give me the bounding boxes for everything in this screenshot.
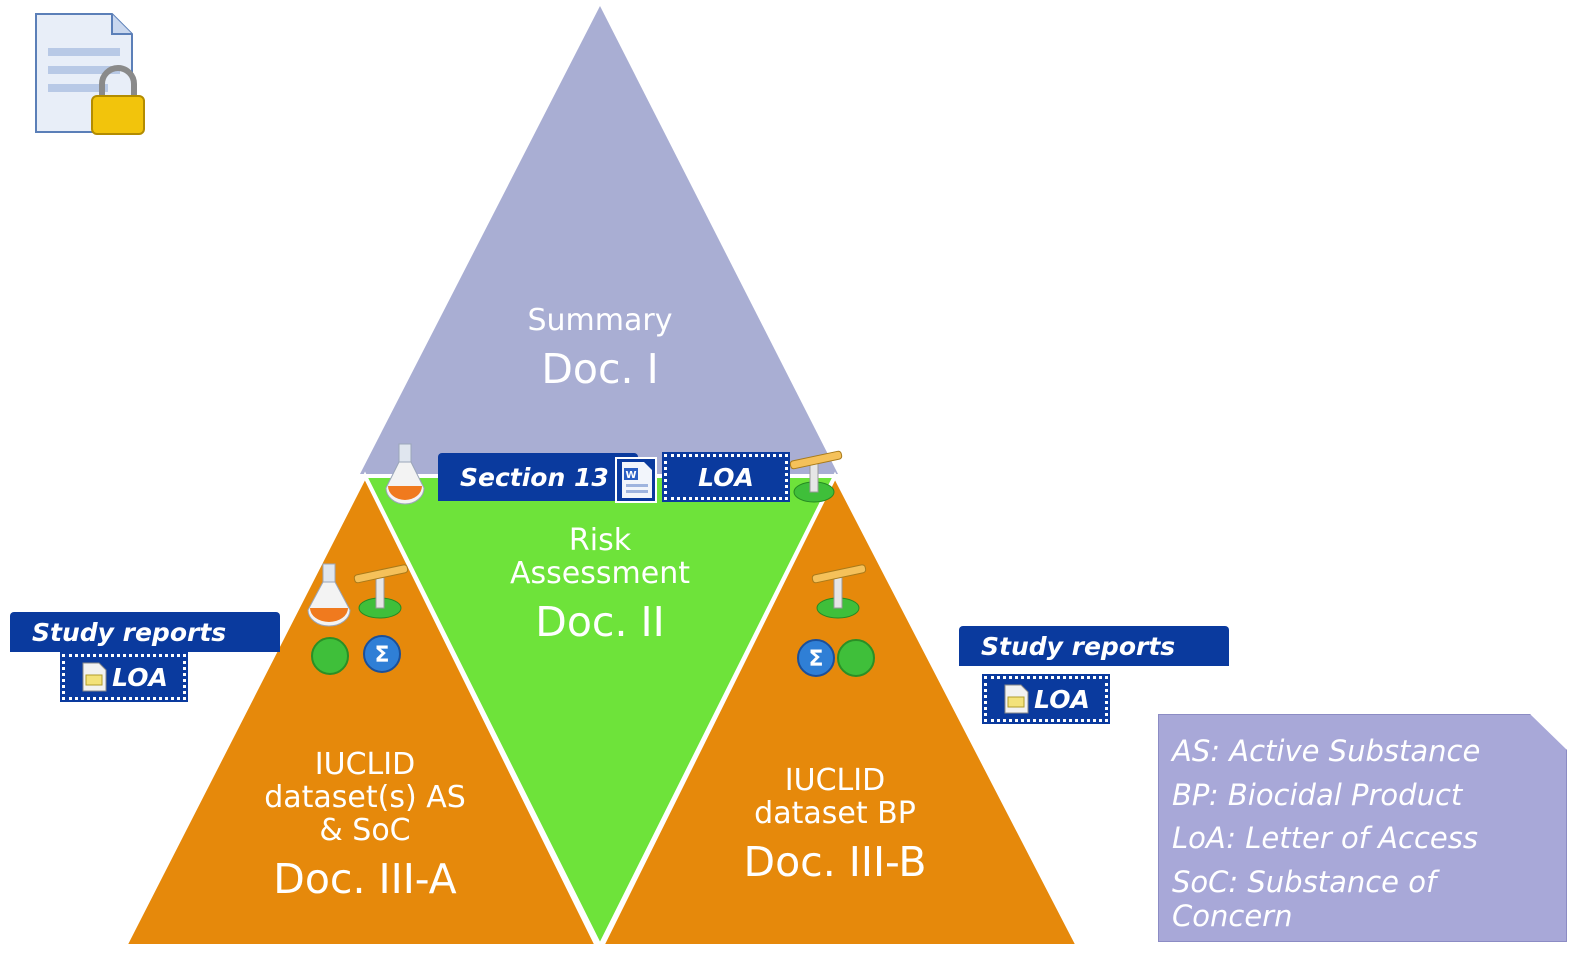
section13-label: Section 13 (460, 462, 609, 492)
pipette-icon (789, 450, 843, 503)
legend-item-soc: SoC: Substance of (1172, 864, 1437, 899)
right-study-reports-label: Study reports (981, 631, 1176, 661)
green-dot-icon (837, 639, 875, 677)
sigma-icon: Σ (363, 635, 401, 673)
flask-icon (385, 443, 425, 505)
doc-ii-label: Doc. II (535, 598, 665, 646)
left-loa-label: LOA (112, 662, 168, 692)
legend-box: AS: Active Substance BP: Biocidal Produc… (1158, 714, 1567, 942)
svg-text:Σ: Σ (808, 647, 823, 672)
doc-iii-a-label: Doc. III-A (273, 855, 457, 903)
right-loa-tag: LOA (982, 674, 1110, 724)
top-triangle (360, 6, 838, 474)
section13-tag: Section 13 (438, 453, 638, 501)
left-triangle-text: IUCLID dataset(s) AS & SoC Doc. III-A (220, 748, 510, 902)
right-dataset-label: dataset BP (754, 796, 916, 831)
assessment-label: Assessment (510, 556, 690, 591)
risk-label: Risk (568, 523, 632, 558)
left-loa-tag: LOA (60, 652, 188, 702)
left-iuclid-label: IUCLID (314, 747, 416, 782)
top-loa-tag: LOA (662, 452, 790, 502)
right-triangle-text: IUCLID dataset BP Doc. III-B (700, 764, 970, 885)
top-triangle-text: Summary Doc. I (480, 304, 720, 392)
summary-label: Summary (527, 303, 673, 338)
left-soc-label: & SoC (319, 813, 411, 848)
right-study-reports-tag: Study reports (959, 626, 1229, 666)
pipette-icon (811, 564, 867, 619)
middle-triangle-text: Risk Assessment Doc. II (480, 524, 720, 645)
legend-item-soc-cont: Concern (1172, 899, 1293, 934)
green-dot-icon (311, 637, 349, 675)
word-document-icon: W (615, 457, 657, 503)
left-dataset-label: dataset(s) AS (264, 780, 466, 815)
note-document-icon (1004, 684, 1029, 714)
sigma-icon: Σ (797, 639, 835, 677)
pipette-icon (353, 564, 409, 619)
legend-item-bp: BP: Biocidal Product (1172, 777, 1463, 812)
doc-i-label: Doc. I (541, 345, 659, 393)
lock-document-icon (35, 13, 145, 135)
svg-text:Σ: Σ (374, 643, 389, 668)
note-document-icon (82, 662, 107, 692)
left-study-reports-label: Study reports (32, 617, 227, 647)
right-iuclid-label: IUCLID (784, 763, 886, 798)
left-study-reports-tag: Study reports (10, 612, 280, 652)
legend-item-as: AS: Active Substance (1172, 734, 1481, 768)
flask-icon (307, 563, 351, 627)
right-loa-label: LOA (1034, 684, 1090, 714)
legend-item-loa: LoA: Letter of Access (1172, 821, 1478, 855)
top-loa-label: LOA (698, 462, 754, 492)
doc-iii-b-label: Doc. III-B (743, 838, 927, 886)
svg-text:W: W (625, 470, 636, 481)
